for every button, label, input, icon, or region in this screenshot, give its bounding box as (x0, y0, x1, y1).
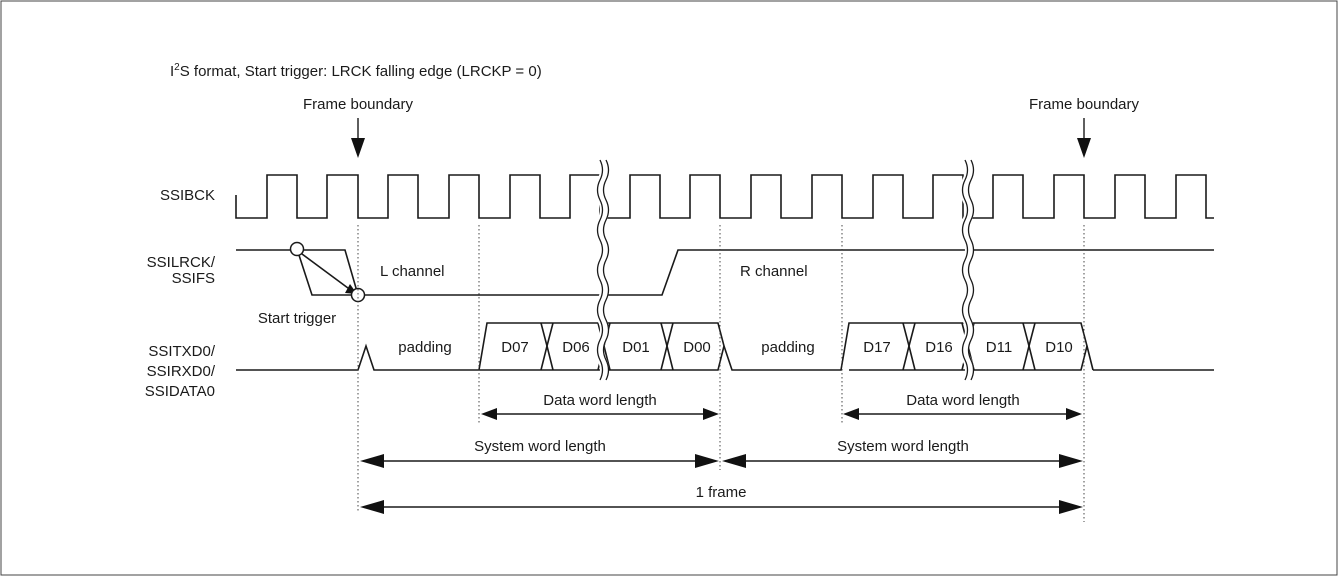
signal-ssitxd-label-line1: SSITXD0/ (148, 343, 216, 360)
bit-label: D17 (863, 339, 891, 356)
r-channel-label: R channel (740, 263, 808, 280)
time-break-mark-left (595, 157, 610, 383)
frame-boundary-right-label: Frame boundary (1029, 96, 1140, 113)
bit-label: D16 (925, 339, 953, 356)
time-break-mark-right (960, 157, 975, 383)
frame-boundary-left-label: Frame boundary (303, 96, 414, 113)
l-channel-label: L channel (380, 263, 445, 280)
diagram-title: I2S format, Start trigger: LRCK falling … (170, 62, 542, 80)
one-frame-label: 1 frame (696, 484, 747, 501)
system-word-length-left-label: System word length (474, 438, 606, 455)
bit-label: D01 (622, 339, 650, 356)
signal-ssilrck-label-line2: SSIFS (172, 270, 215, 287)
ssilrck-waveform (236, 249, 1214, 296)
left-padding-label: padding (398, 339, 451, 356)
start-trigger-label: Start trigger (258, 310, 336, 327)
data-word-length-left-label: Data word length (543, 392, 656, 409)
bit-label: D06 (562, 339, 590, 356)
bit-label: D00 (683, 339, 711, 356)
signal-ssitxd-label-line3: SSIDATA0 (145, 383, 215, 400)
data-word-length-right-label: Data word length (906, 392, 1019, 409)
system-word-length-left-arrow (360, 454, 719, 468)
start-trigger-marker (289, 241, 366, 303)
signal-ssitxd-label-line2: SSIRXD0/ (147, 363, 216, 380)
ssibck-waveform (235, 174, 1214, 219)
bit-label: D11 (986, 339, 1012, 356)
signal-ssibck-label: SSIBCK (160, 187, 215, 204)
bit-label: D10 (1045, 339, 1073, 356)
data-word-length-right-arrow (843, 408, 1082, 420)
frame-boundary-right-arrow (1077, 118, 1091, 158)
system-word-length-right-arrow (722, 454, 1083, 468)
signal-ssilrck-label-line1: SSILRCK/ (147, 254, 216, 271)
system-word-length-right-label: System word length (837, 438, 969, 455)
ssitxd-waveform (236, 322, 1214, 371)
right-padding-label: padding (761, 339, 814, 356)
bit-label: D07 (501, 339, 529, 356)
frame-boundary-left-arrow (351, 118, 365, 158)
reference-lines (357, 225, 1085, 522)
one-frame-arrow (360, 500, 1083, 514)
data-word-length-left-arrow (481, 408, 719, 420)
